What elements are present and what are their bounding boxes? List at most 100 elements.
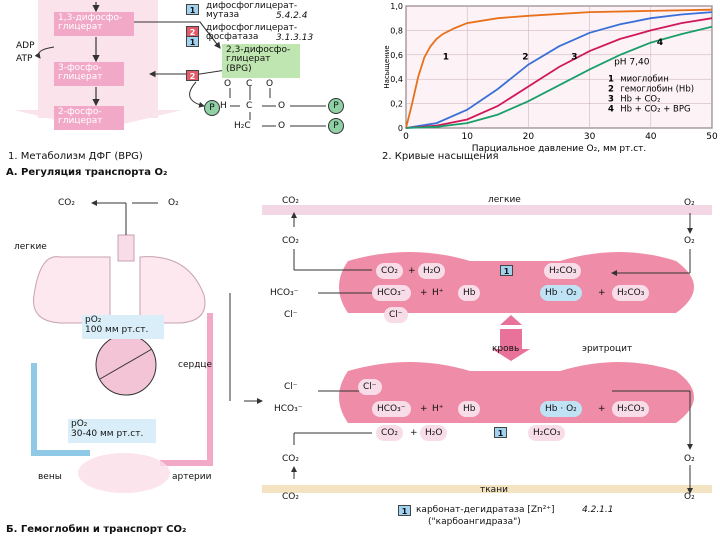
y-tick-label: 1,0 [390,2,403,11]
bpg23-box: 2,3-дифосфо- глицерат (BPG) [222,44,300,78]
bpg23-label: 2,3-дифосфо- глицерат (BPG) [226,45,291,74]
series-line-3 [405,17,713,129]
co2-lung-mid: CO₂ [282,236,299,246]
cl-outside-bottom: Cl⁻ [284,382,298,392]
enzyme2-step-badge: 2 [186,70,199,81]
pg3-label: 3-фосфо- глицерат [58,63,103,83]
enzyme1-badge: 1 [186,4,199,15]
y-tick-label: 0,6 [390,51,403,60]
enzyme1-name: дифосфоглицерат- мутаза [206,1,298,21]
plus-ery-top-2: + [420,288,428,298]
phosphate-released: P [204,100,220,116]
struct-carbon-top: C [246,79,253,89]
co2-top-left: CO₂ [58,198,75,208]
co2-ery-top: CO₂ [376,263,403,279]
h2o-ery-bottom: H₂O [420,425,448,441]
series-line-1 [405,8,713,129]
lungs-label-band: легкие [488,195,521,205]
hbo2-ery-bottom: Hb · O₂ [540,401,582,417]
section-a-title: А. Регуляция транспорта O₂ [6,167,168,178]
h2co3-ery-bottom-2: H₂CO₃ [612,401,650,417]
legend-num-3: 3 [608,95,614,105]
hbo2-ery-top: Hb · O₂ [540,285,582,301]
po2-lung-value: pO₂ 100 мм рт.ст. [85,315,149,335]
co2-lung-top: CO₂ [282,196,299,206]
enzyme-ery-bottom: 1 [494,427,507,438]
hplus-ery-top: H⁺ [432,288,444,298]
curve-label-3: 3 [571,53,577,63]
phosphate-low: P [328,118,344,134]
legend-num-1: 1 [608,75,614,85]
x-tick-label: 20 [523,132,535,142]
co2-tissue-mid: CO₂ [282,454,299,464]
co2-diagram-shapes [31,200,712,494]
x-tick-label: 40 [645,132,657,142]
hplus-ery-bottom: H⁺ [432,404,444,414]
legend-num-2: 2 [608,85,614,95]
o2-tissue-right: O₂ [684,454,695,464]
curve-label-1: 1 [443,53,449,63]
hco3-outside-bottom: HCO₃⁻ [274,404,303,414]
o2-lung-right-mid: O₂ [684,236,695,246]
po2-tissue-box: pO₂ 30-40 мм рт.ст. [68,419,156,443]
struct-carbon-mid: C [246,101,253,111]
co2-transport-panel: CO₂ O₂ легкие pO₂ 100 мм рт.ст. сердце p… [0,183,720,540]
plus-ery-bottom-3: + [410,428,418,438]
blood-label: кровь [492,344,520,354]
enzyme-legend-name: карбонат-дегидратаза [Zn²⁺] [416,505,555,515]
y-tick-label: 0,4 [390,75,403,84]
enzyme-legend-ec: 4.2.1.1 [582,505,614,515]
struct-o-right: O [266,79,274,89]
hb-ery-top: Hb [458,285,481,301]
chart-caption: 2. Кривые насыщения [382,151,499,162]
o2-top-left: O₂ [168,198,179,208]
cl-outside-top: Cl⁻ [284,310,298,320]
y-axis-label: Насыщение [383,45,391,88]
struct-o-low: O [278,121,286,131]
arteries-label: артерии [172,472,212,482]
h2co3-ery-top-2: H₂CO₃ [612,285,650,301]
plus-ery-top-1: + [408,266,416,276]
legend-text-4: Hb + CO₂ + BPG [620,105,690,115]
struct-h: H [220,101,227,111]
x-tick-label: 0 [403,132,409,142]
co2-ery-bottom: CO₂ [376,425,403,441]
x-axis-label: Парциальное давление O₂, мм рт.ст. [472,144,647,154]
series-line-2 [405,11,713,129]
enzyme2-name: дифосфоглицерат- фосфатаза [206,23,298,43]
curve-label-4: 4 [657,38,663,48]
metabolism-arrows [34,2,326,127]
legend-num-4: 4 [608,105,614,115]
enzyme-ery-top: 1 [500,265,513,276]
enzyme-legend-alias: ("карбоангидраза") [428,517,521,527]
series-line-4 [405,25,713,129]
section-b-title: Б. Гемоглобин и транспорт CO₂ [6,524,187,535]
o2-tissue-bottom: O₂ [684,492,695,502]
legend-text-3: Hb + CO₂ [620,95,660,105]
o2-lung-right: O₂ [684,198,695,208]
x-tick-label: 50 [706,132,718,142]
ph-annotation: pH 7,40 [614,58,650,68]
hb-ery-bottom: Hb [458,401,481,417]
x-tick-label: 10 [461,132,473,142]
h2co3-ery-top: H₂CO₃ [544,263,582,279]
enzyme-legend-badge: 1 [398,505,411,516]
cl-ery-bottom: Cl⁻ [358,379,382,395]
hco3-outside-top: HCO₃⁻ [270,288,299,298]
bpg-metabolism-panel: 1,3-дифосфо- глицерат ADP ATP 3-фосфо- г… [0,0,380,180]
plus-ery-top-3: + [598,288,606,298]
adp-label: ADP [16,41,35,51]
y-tick-label: 0,8 [390,26,403,35]
y-tick-label: 0,2 [390,100,403,109]
y-tick-label: 0 [398,124,403,133]
pg3-box: 3-фосфо- глицерат [54,62,124,86]
heart-label: сердце [178,360,213,370]
co2-tissue-bottom: CO₂ [282,492,299,502]
pg2-label: 2-фосфо- глицерат [58,107,103,127]
x-tick-label: 30 [584,132,596,142]
plus-ery-bottom-1: + [420,404,428,414]
pg2-box: 2-фосфо- глицерат [54,106,124,130]
enzyme1-ec: 5.4.2.4 [276,11,308,21]
